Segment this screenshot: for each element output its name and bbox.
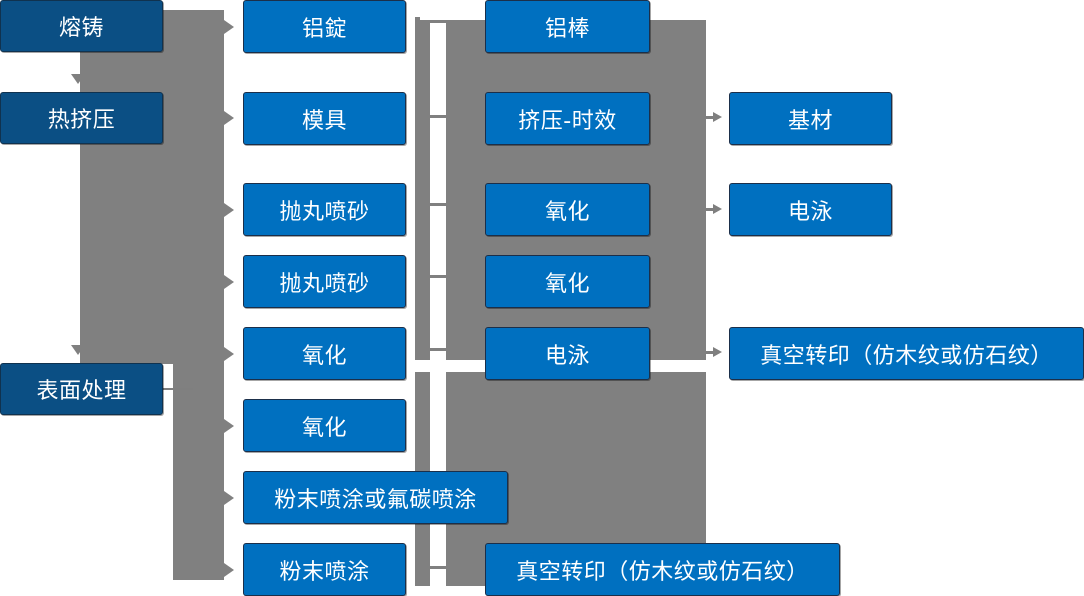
- process-box-6-label: 氧化: [301, 415, 347, 441]
- stage-box-2[interactable]: 热挤压: [0, 92, 163, 144]
- arrow-to-proc-5-icon: [224, 347, 234, 361]
- process-box-8[interactable]: 粉末喷涂: [243, 543, 406, 596]
- stage-chevron-2-icon: [71, 345, 85, 355]
- stage-trunk-top-stub: [163, 10, 224, 50]
- detail-box-3[interactable]: 氧化: [485, 183, 650, 236]
- process-box-2[interactable]: 模具: [243, 92, 406, 145]
- output-box-2[interactable]: 电泳: [729, 183, 892, 236]
- stage-chevron-1-icon: [71, 74, 85, 84]
- process-box-4-label: 抛丸喷砂: [279, 271, 370, 297]
- process-box-3-label: 抛丸喷砂: [279, 199, 370, 225]
- detail-box-1[interactable]: 铝棒: [485, 0, 650, 53]
- process-rung-3: [430, 203, 446, 206]
- arrow-to-proc-8-icon: [224, 563, 234, 577]
- arrow-to-proc-3-icon: [224, 203, 234, 217]
- arrow-to-out-3-icon: [713, 347, 722, 357]
- output-box-2-label: 电泳: [787, 199, 833, 225]
- process-box-7[interactable]: 粉末喷涂或氟碳喷涂: [243, 471, 508, 524]
- detail-box-1-label: 铝棒: [544, 16, 590, 42]
- process-box-8-label: 粉末喷涂: [279, 559, 370, 585]
- process-box-1-label: 铝錠: [301, 16, 347, 42]
- detail-box-2-label: 挤压-时效: [518, 108, 617, 134]
- process-box-5-label: 氧化: [301, 343, 347, 369]
- stage-box-3-label: 表面处理: [36, 379, 127, 404]
- arrow-stem-out-3: [706, 351, 716, 354]
- detail-box-6-label: 真空转印（仿木纹或仿石纹）: [516, 559, 809, 585]
- arrow-to-proc-4-icon: [224, 275, 234, 289]
- process-rung-5: [430, 348, 446, 351]
- process-rung-4: [430, 275, 446, 278]
- process-rung-2: [430, 115, 446, 118]
- arrow-to-out-2-icon: [713, 204, 722, 214]
- stage-3-connector: [163, 388, 193, 390]
- process-rung-1: [430, 20, 446, 23]
- detail-box-5-label: 电泳: [544, 343, 590, 369]
- arrow-to-proc-7-icon: [224, 491, 234, 505]
- detail-box-4[interactable]: 氧化: [485, 255, 650, 308]
- process-box-5[interactable]: 氧化: [243, 327, 406, 380]
- arrow-to-proc-2-icon: [224, 111, 234, 125]
- process-box-7-label: 粉末喷涂或氟碳喷涂: [274, 487, 477, 513]
- detail-box-6[interactable]: 真空转印（仿木纹或仿石纹）: [485, 543, 840, 596]
- arrow-to-out-1-icon: [713, 112, 722, 122]
- arrow-stem-out-2: [706, 208, 716, 211]
- arrow-to-proc-1-icon: [224, 20, 234, 34]
- stage-box-1-label: 熔铸: [58, 16, 104, 41]
- process-rail-upper: [415, 20, 430, 360]
- detail-box-3-label: 氧化: [544, 199, 590, 225]
- process-box-6[interactable]: 氧化: [243, 399, 406, 452]
- detail-box-2[interactable]: 挤压-时效: [485, 92, 650, 145]
- detail-box-5[interactable]: 电泳: [485, 327, 650, 380]
- process-rail-cap: [415, 17, 420, 21]
- process-box-4[interactable]: 抛丸喷砂: [243, 255, 406, 308]
- process-box-2-label: 模具: [301, 108, 347, 134]
- process-box-1[interactable]: 铝錠: [243, 0, 406, 53]
- stage-box-3[interactable]: 表面处理: [0, 363, 163, 415]
- output-box-3[interactable]: 真空转印（仿木纹或仿石纹）: [729, 327, 1084, 380]
- stage-trunk-lower: [173, 364, 224, 580]
- stage-box-1[interactable]: 熔铸: [0, 0, 163, 52]
- arrow-to-proc-6-icon: [224, 419, 234, 433]
- output-box-3-label: 真空转印（仿木纹或仿石纹）: [760, 343, 1053, 369]
- detail-box-4-label: 氧化: [544, 271, 590, 297]
- process-box-3[interactable]: 抛丸喷砂: [243, 183, 406, 236]
- output-box-1[interactable]: 基材: [729, 92, 892, 145]
- stage-box-2-label: 热挤压: [47, 108, 116, 133]
- arrow-stem-out-1: [706, 116, 716, 119]
- output-box-1-label: 基材: [787, 108, 833, 134]
- process-rung-6: [430, 566, 446, 569]
